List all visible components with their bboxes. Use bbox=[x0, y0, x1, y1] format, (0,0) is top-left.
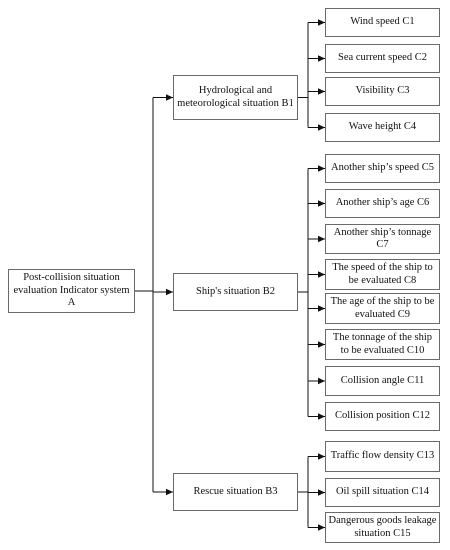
category-node-b3: Rescue situation B3 bbox=[173, 473, 298, 511]
indicator-node-c11: Collision angle C11 bbox=[325, 366, 440, 396]
indicator-node-label: Sea current speed C2 bbox=[338, 52, 427, 64]
indicator-node-label: The age of the ship to be evaluated C9 bbox=[330, 296, 435, 320]
root-node-system-a: Post-collision situation evaluation Indi… bbox=[8, 269, 135, 313]
indicator-node-c6: Another ship’s age C6 bbox=[325, 189, 440, 218]
indicator-node-label: Collision position C12 bbox=[334, 410, 431, 422]
indicator-node-c13: Traffic flow density C13 bbox=[325, 441, 440, 472]
indicator-node-label: Oil spill situation C14 bbox=[335, 486, 430, 498]
indicator-node-c12: Collision position C12 bbox=[325, 402, 440, 431]
indicator-node-label: Visibility C3 bbox=[355, 85, 410, 97]
indicator-node-c4: Wave height C4 bbox=[325, 113, 440, 142]
indicator-node-c3: Visibility C3 bbox=[325, 77, 440, 106]
indicator-node-label: Wave height C4 bbox=[348, 121, 417, 133]
indicator-node-label: Dangerous goods leakage situation C15 bbox=[328, 515, 437, 539]
indicator-node-label: The speed of the ship to be evaluated C8 bbox=[332, 262, 433, 286]
indicator-node-c2: Sea current speed C2 bbox=[325, 44, 440, 73]
indicator-node-c5: Another ship’s speed C5 bbox=[325, 154, 440, 183]
indicator-node-c7: Another ship’s tonnage C7 bbox=[325, 224, 440, 254]
indicator-node-label: Traffic flow density C13 bbox=[330, 450, 435, 462]
category-node-label: Rescue situation B3 bbox=[193, 485, 278, 497]
indicator-node-c9: The age of the ship to be evaluated C9 bbox=[325, 293, 440, 324]
root-node-label: Post-collision situation evaluation Indi… bbox=[13, 272, 130, 309]
category-node-label: Hydrological and meteorological situatio… bbox=[177, 85, 294, 109]
indicator-node-c1: Wind speed C1 bbox=[325, 8, 440, 37]
category-node-label: Ship's situation B2 bbox=[196, 285, 275, 297]
indicator-node-label: Another ship’s tonnage C7 bbox=[333, 226, 432, 251]
category-node-b2: Ship's situation B2 bbox=[173, 273, 298, 311]
indicator-node-c10: The tonnage of the ship to be evaluated … bbox=[325, 329, 440, 360]
indicator-node-label: Another ship’s speed C5 bbox=[331, 162, 434, 174]
indicator-node-label: Collision angle C11 bbox=[340, 374, 425, 386]
indicator-node-c14: Oil spill situation C14 bbox=[325, 478, 440, 507]
indicator-node-label: The tonnage of the ship to be evaluated … bbox=[332, 332, 433, 356]
category-node-b1: Hydrological and meteorological situatio… bbox=[173, 75, 298, 120]
indicator-node-c15: Dangerous goods leakage situation C15 bbox=[325, 512, 440, 543]
indicator-node-label: Another ship’s age C6 bbox=[335, 197, 430, 209]
indicator-node-c8: The speed of the ship to be evaluated C8 bbox=[325, 259, 440, 290]
indicator-node-label: Wind speed C1 bbox=[350, 16, 415, 28]
